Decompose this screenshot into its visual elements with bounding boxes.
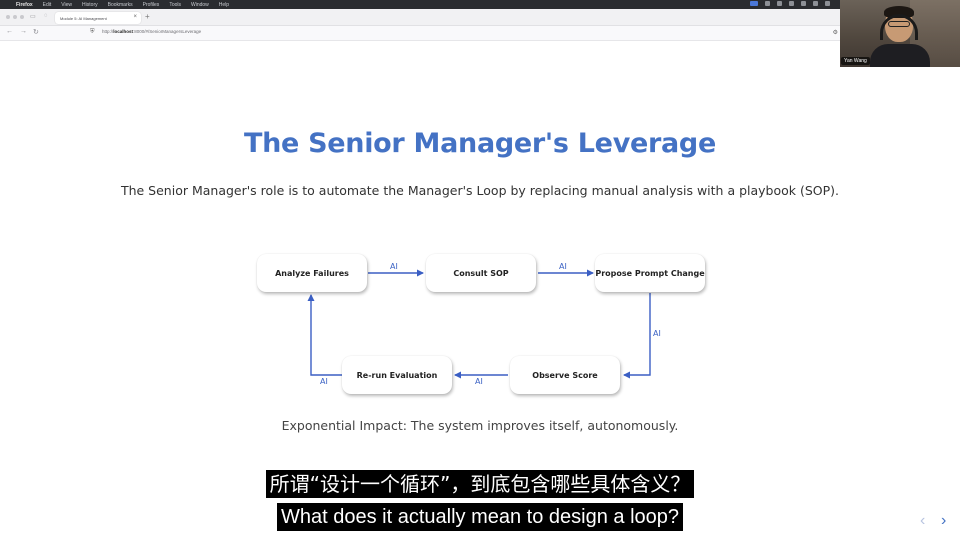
menu-firefox[interactable]: Firefox <box>16 1 33 8</box>
edge-label-ai: AI <box>390 262 398 271</box>
status-icons <box>750 1 830 6</box>
screen-share-icon[interactable] <box>750 1 758 6</box>
menu-tools[interactable]: Tools <box>169 1 181 8</box>
speaker-body <box>870 44 930 67</box>
minimize-window-icon[interactable] <box>13 15 17 19</box>
extensions-icon[interactable]: ⚙ <box>832 30 838 36</box>
reload-button[interactable]: ↻ <box>33 29 39 36</box>
subtitle-chinese-text: 所谓“设计一个循环”，到底包含哪些具体含义？ <box>265 470 695 498</box>
url-input[interactable]: http://localhost:8000/#/SeniorManagersLe… <box>102 29 201 34</box>
slide-subtitle: The Senior Manager's role is to automate… <box>120 183 840 198</box>
node-propose-prompt-change: Propose Prompt Change <box>595 254 705 292</box>
close-window-icon[interactable] <box>6 15 10 19</box>
edge-label-ai: AI <box>320 377 328 386</box>
wifi-icon[interactable] <box>765 1 770 6</box>
menu-bookmarks[interactable]: Bookmarks <box>107 1 133 8</box>
url-path: :8000/#/SeniorManagersLeverage <box>133 29 202 34</box>
subtitle-english: What does it actually mean to design a l… <box>0 503 960 531</box>
tab-title: Module 5: AI Management <box>60 15 107 21</box>
subtitle-chinese: 所谓“设计一个循环”，到底包含哪些具体含义？ <box>0 470 960 498</box>
menu-help[interactable]: Help <box>218 1 230 8</box>
previous-slide-icon[interactable]: ‹ <box>920 512 926 529</box>
subtitle-english-text: What does it actually mean to design a l… <box>276 503 684 531</box>
menu-window[interactable]: Window <box>191 1 209 8</box>
control-center-icon[interactable] <box>789 1 794 6</box>
headphones <box>880 14 918 40</box>
edge-label-ai: AI <box>653 329 661 338</box>
node-rerun-evaluation: Re-run Evaluation <box>342 356 452 394</box>
url-host: localhost <box>113 29 134 34</box>
arrow-propose-to-observe <box>623 293 651 379</box>
siri-icon[interactable] <box>813 1 818 6</box>
window-controls <box>6 15 24 19</box>
node-consult-sop: Consult SOP <box>426 254 536 292</box>
webcam-video: Yan Wang <box>840 0 960 67</box>
battery-icon[interactable] <box>777 1 782 6</box>
browser-toolbar: ← → ↻ ⛨ http://localhost:8000/#/SeniorMa… <box>0 26 840 41</box>
sidebar-toggle-icon[interactable]: ▭ <box>30 14 36 20</box>
menu-edit[interactable]: Edit <box>42 1 52 8</box>
search-icon[interactable] <box>801 1 806 6</box>
edge-label-ai: AI <box>559 262 567 271</box>
new-tab-button[interactable]: + <box>145 12 150 21</box>
browser-tab-strip: ▭ ◌ Module 5: AI Management × + <box>0 9 840 26</box>
node-observe-score: Observe Score <box>510 356 620 394</box>
tab-overview-icon[interactable]: ◌ <box>44 13 48 19</box>
next-slide-icon[interactable]: › <box>941 512 947 529</box>
menu-profiles[interactable]: Profiles <box>142 1 160 8</box>
participant-name: Yan Wang <box>841 57 870 65</box>
tab-ai-management[interactable]: Module 5: AI Management × <box>55 12 141 24</box>
menu-view[interactable]: View <box>61 1 73 8</box>
slide-title: The Senior Manager's Leverage <box>244 128 716 159</box>
edge-label-ai: AI <box>475 377 483 386</box>
url-prefix: http:// <box>102 29 114 34</box>
tracking-shield-icon[interactable]: ⛨ <box>90 29 95 35</box>
arrow-rerun-to-analyze <box>307 294 343 376</box>
zoom-window-icon[interactable] <box>20 15 24 19</box>
system-menu-bar: Firefox Edit View History Bookmarks Prof… <box>0 0 960 9</box>
close-tab-icon[interactable]: × <box>133 14 137 20</box>
impact-statement: Exponential Impact: The system improves … <box>281 418 679 433</box>
menu-history[interactable]: History <box>82 1 98 8</box>
node-analyze-failures: Analyze Failures <box>257 254 367 292</box>
back-button[interactable]: ← <box>6 28 13 35</box>
forward-button[interactable]: → <box>20 28 27 35</box>
clock-icon <box>825 1 830 6</box>
